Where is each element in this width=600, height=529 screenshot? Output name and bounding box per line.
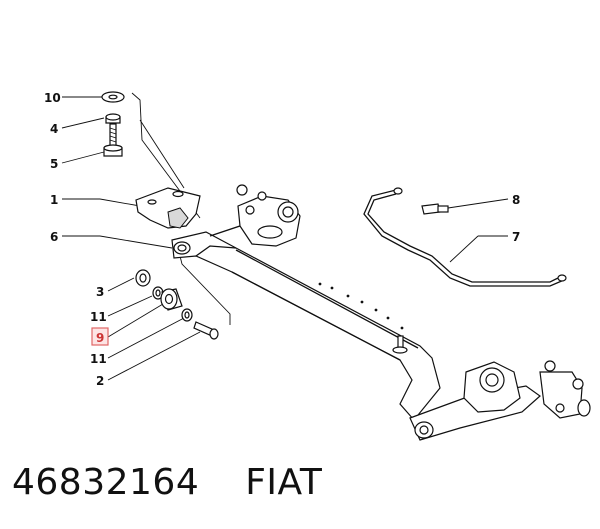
callout-11-upper: 11 [90, 310, 107, 324]
part-caption: 46832164 FIAT [12, 462, 322, 503]
group-bracket-upper [131, 92, 201, 219]
bracket-part [135, 187, 201, 229]
nut-part [105, 113, 121, 124]
callout-7: 7 [512, 230, 520, 244]
callout-labels: 10 4 5 1 6 8 7 3 11 9 11 2 [44, 91, 520, 388]
part-number: 46832164 [12, 462, 200, 503]
callout-6: 6 [50, 230, 58, 244]
callout-11-lower: 11 [90, 352, 107, 366]
left-hub [236, 184, 301, 247]
callout-1: 1 [50, 193, 58, 207]
callout-9: 9 [96, 331, 104, 345]
brand-name: FIAT [245, 462, 323, 503]
right-hub [463, 360, 591, 419]
bolt-part [103, 123, 123, 157]
callout-3: 3 [96, 285, 104, 299]
stabilizer-bar [363, 187, 567, 287]
washer-part [101, 91, 125, 103]
callout-2: 2 [96, 374, 104, 388]
callout-9-highlight [91, 327, 109, 346]
leader-lines [61, 96, 509, 381]
bushing-stack [135, 269, 219, 340]
bolt-8-part [421, 203, 449, 215]
callout-10: 10 [44, 91, 61, 105]
callout-8: 8 [512, 193, 520, 207]
callout-5: 5 [50, 157, 58, 171]
callout-4: 4 [50, 122, 58, 136]
